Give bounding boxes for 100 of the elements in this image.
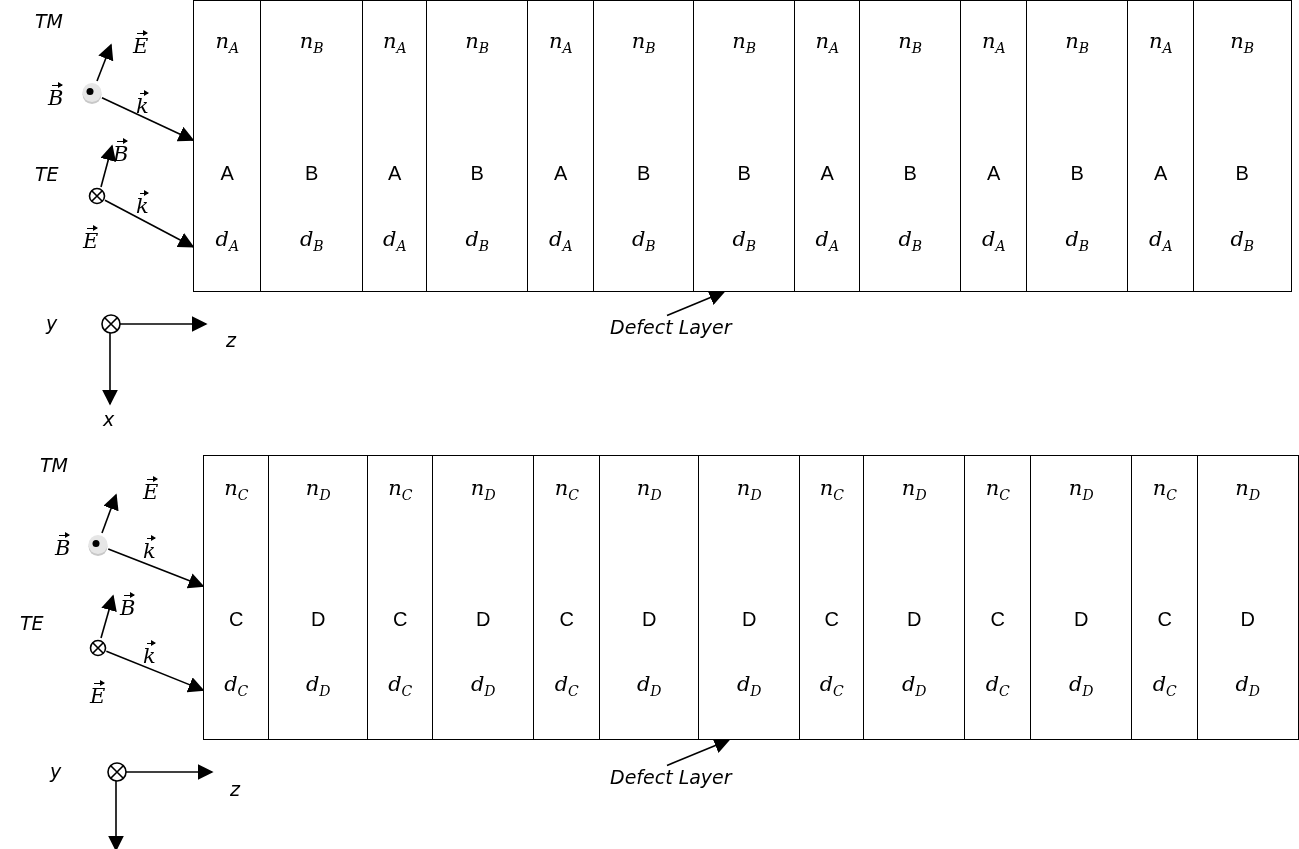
polarization-label: TE — [20, 612, 44, 634]
annotation-text: Defect Layer — [610, 765, 734, 790]
refractive-index-label: n$_{C}$ — [553, 475, 580, 505]
layer-box — [859, 0, 962, 292]
material-label: C — [989, 607, 1006, 632]
refractive-index-label: n$_{C}$ — [984, 475, 1011, 505]
refractive-index-label: n$_{B}$ — [1229, 28, 1256, 58]
refractive-index-label: n$_{B}$ — [464, 28, 491, 58]
axis-label: x — [103, 408, 115, 430]
polarization-label: TM — [35, 10, 63, 32]
field-symbol-icon — [87, 534, 109, 556]
vector-label: E — [90, 680, 106, 708]
axis-label: z — [230, 778, 240, 800]
vector-label: k — [136, 190, 149, 218]
thickness-label: d$_{D}$ — [635, 671, 663, 701]
refractive-index-label: n$_{D}$ — [900, 475, 928, 505]
wave-vector-arrow — [107, 548, 205, 589]
thickness-label: d$_{C}$ — [223, 671, 250, 701]
axis-label: y — [50, 760, 62, 782]
thickness-label: d$_{D}$ — [900, 671, 928, 701]
thickness-label: d$_{C}$ — [818, 671, 845, 701]
material-label: B — [469, 161, 485, 186]
material-label: D — [741, 607, 758, 632]
layer-box — [794, 0, 861, 292]
vector-label: E — [143, 476, 159, 504]
layer-box — [599, 455, 700, 740]
refractive-index-label: n$_{A}$ — [547, 28, 574, 58]
layer-box — [1030, 455, 1133, 740]
refractive-index-label: n$_{C}$ — [818, 475, 845, 505]
material-label: B — [736, 161, 752, 186]
thickness-label: d$_{A}$ — [214, 226, 241, 256]
refractive-index-label: n$_{D}$ — [1067, 475, 1095, 505]
material-label: C — [228, 607, 245, 632]
material-label: D — [1239, 607, 1256, 632]
vector-label: E — [133, 30, 149, 58]
refractive-index-label: n$_{A}$ — [1147, 28, 1174, 58]
layer-box — [362, 0, 428, 292]
material-label: A — [986, 161, 1002, 186]
refractive-index-label: n$_{B}$ — [630, 28, 657, 58]
thickness-label: d$_{B}$ — [630, 226, 657, 256]
thickness-label: d$_{C}$ — [387, 671, 414, 701]
refractive-index-label: n$_{A}$ — [980, 28, 1007, 58]
vector-label: B — [48, 82, 64, 110]
layer-box — [1197, 455, 1299, 740]
polarization-label: TM — [40, 454, 68, 476]
vector-label: k — [136, 90, 149, 118]
thickness-label: d$_{B}$ — [298, 226, 325, 256]
layer-box — [593, 0, 695, 292]
material-label: B — [1069, 161, 1085, 186]
thickness-label: d$_{B}$ — [1229, 226, 1256, 256]
material-label: B — [1234, 161, 1250, 186]
wave-vector-arrow — [104, 199, 195, 248]
refractive-index-label: n$_{D}$ — [1234, 475, 1262, 505]
material-label: A — [819, 161, 835, 186]
thickness-label: d$_{A}$ — [547, 226, 574, 256]
thickness-label: d$_{D}$ — [1234, 671, 1262, 701]
thickness-label: d$_{B}$ — [897, 226, 924, 256]
layer-box — [533, 455, 601, 740]
thickness-label: d$_{D}$ — [469, 671, 497, 701]
axis-label: y — [46, 312, 58, 334]
material-label: D — [475, 607, 492, 632]
refractive-index-label: n$_{D}$ — [735, 475, 763, 505]
layer-box — [799, 455, 865, 740]
thickness-label: d$_{A}$ — [980, 226, 1007, 256]
material-label: A — [553, 161, 569, 186]
refractive-index-label: n$_{B}$ — [897, 28, 924, 58]
material-label: A — [387, 161, 403, 186]
refractive-index-label: n$_{A}$ — [381, 28, 408, 58]
layer-box — [964, 455, 1032, 740]
vector-label: E — [83, 225, 99, 253]
thickness-label: d$_{A}$ — [381, 226, 408, 256]
material-label: C — [823, 607, 840, 632]
thickness-label: d$_{D}$ — [304, 671, 332, 701]
layer-box — [1193, 0, 1292, 292]
axis-label: z — [226, 329, 236, 351]
material-label: A — [219, 161, 235, 186]
layer-box — [193, 0, 262, 292]
refractive-index-label: n$_{D}$ — [469, 475, 497, 505]
refractive-index-label: n$_{D}$ — [635, 475, 663, 505]
thickness-label: d$_{C}$ — [1151, 671, 1178, 701]
field-symbol-icon — [89, 639, 107, 657]
material-label: B — [304, 161, 320, 186]
layer-box — [268, 455, 369, 740]
refractive-index-label: n$_{A}$ — [214, 28, 241, 58]
thickness-label: d$_{A}$ — [814, 226, 841, 256]
material-label: C — [558, 607, 575, 632]
layer-box — [367, 455, 434, 740]
thickness-label: d$_{C}$ — [553, 671, 580, 701]
material-label: C — [392, 607, 409, 632]
refractive-index-label: n$_{C}$ — [387, 475, 414, 505]
material-label: B — [902, 161, 918, 186]
leader-arrow — [666, 738, 731, 767]
vector-label: k — [143, 640, 156, 668]
layer-box — [260, 0, 364, 292]
thickness-label: d$_{B}$ — [731, 226, 758, 256]
refractive-index-label: n$_{C}$ — [223, 475, 250, 505]
wave-vector-arrow — [105, 650, 205, 693]
material-label: D — [310, 607, 327, 632]
field-symbol-icon — [81, 82, 103, 104]
refractive-index-label: n$_{D}$ — [304, 475, 332, 505]
